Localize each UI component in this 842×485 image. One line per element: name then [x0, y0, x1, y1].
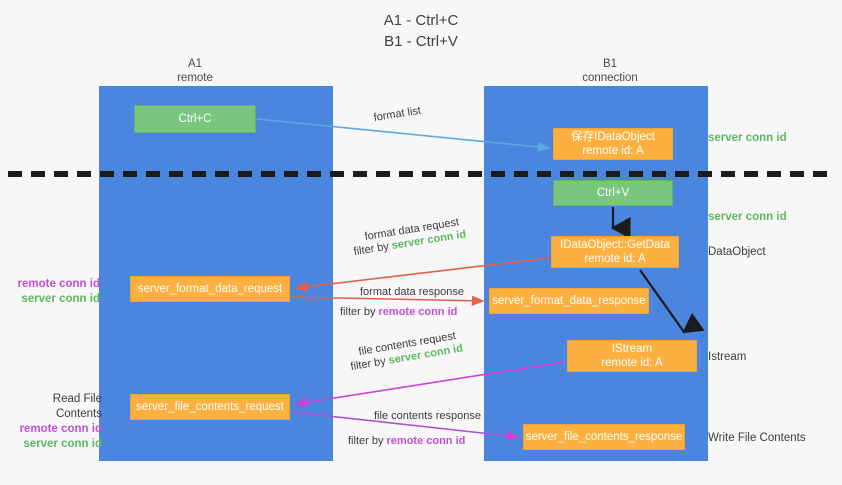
node-save-idataobject-sub: remote id: A: [582, 145, 644, 157]
filter-key-remote-conn-id: remote conn id: [386, 435, 466, 447]
edge-file-contents-response: [291, 411, 520, 441]
edge-getdata-istream: [639, 269, 705, 334]
edge-format-data-response: [291, 295, 485, 306]
node-server-format-data-request[interactable]: server_format_data_request: [130, 276, 290, 302]
column-header-a1: A1 remote: [120, 57, 270, 85]
filter-prefix: filter by: [348, 435, 387, 447]
label-group-conn-ids-mid: remote conn id server conn id: [8, 277, 100, 307]
caption-format-data-response-filter: filter by remote conn id: [340, 305, 457, 320]
column-b1-role: connection: [582, 72, 638, 84]
node-server-file-contents-response-label: server_file_contents_response: [525, 431, 683, 443]
label-group-read-file-contents: Read File Contents remote conn id server…: [8, 392, 102, 452]
column-b1-name: B1: [602, 58, 618, 70]
node-server-file-contents-request-label: server_file_contents_request: [136, 401, 284, 413]
node-ctrl-c[interactable]: Ctrl+C: [134, 105, 256, 133]
label-istream: Istream: [708, 351, 747, 363]
node-idataobject-getdata[interactable]: IDataObject::GetData remote id: A: [551, 236, 679, 268]
column-a1-role: remote: [177, 72, 213, 84]
divider-dashed-line: [8, 171, 834, 177]
node-save-idataobject[interactable]: 保存IDataObject remote id: A: [553, 128, 673, 160]
edge-format-data-request: [294, 257, 550, 292]
title-line-1: A1 - Ctrl+C: [383, 12, 459, 29]
label-write-file-contents: Write File Contents: [708, 432, 806, 444]
edge-format-list: [256, 118, 551, 152]
filter-key-remote-conn-id: remote conn id: [378, 306, 458, 318]
label-server-conn-id-mid: server conn id: [708, 211, 787, 223]
page-title: A1 - Ctrl+C B1 - Ctrl+V: [0, 10, 842, 52]
caption-file-contents-response: file contents response: [374, 410, 482, 422]
node-istream[interactable]: IStream remote id: A: [567, 340, 697, 372]
label-read-file-contents: Read File Contents: [52, 393, 102, 420]
node-ctrl-v-label: Ctrl+V: [596, 187, 630, 199]
caption-format-data-response: format data response: [360, 286, 464, 298]
label-server-conn-id: server conn id: [21, 293, 100, 305]
title-line-2: B1 - Ctrl+V: [384, 33, 458, 50]
label-remote-conn-id: remote conn id: [19, 423, 102, 435]
label-server-conn-id: server conn id: [23, 438, 102, 450]
column-header-b1: B1 connection: [520, 57, 700, 85]
node-ctrl-c-label: Ctrl+C: [178, 113, 212, 125]
node-server-file-contents-request[interactable]: server_file_contents_request: [130, 394, 290, 420]
node-server-file-contents-response[interactable]: server_file_contents_response: [523, 424, 685, 450]
node-server-format-data-response[interactable]: server_format_data_response: [489, 288, 649, 314]
edge-file-contents-request: [294, 361, 565, 408]
label-dataobject: DataObject: [708, 246, 766, 258]
node-istream-label: IStream: [611, 343, 653, 355]
node-getdata-label: IDataObject::GetData: [560, 239, 670, 251]
node-ctrl-v[interactable]: Ctrl+V: [553, 180, 673, 206]
node-istream-sub: remote id: A: [601, 357, 663, 369]
node-getdata-sub: remote id: A: [584, 253, 646, 265]
column-a1-name: A1: [187, 58, 203, 70]
label-server-conn-id-top: server conn id: [708, 132, 787, 144]
label-remote-conn-id: remote conn id: [17, 278, 100, 290]
node-server-format-data-request-label: server_format_data_request: [137, 283, 283, 295]
node-server-format-data-response-label: server_format_data_response: [492, 295, 646, 307]
node-save-idataobject-label: 保存IDataObject: [571, 131, 655, 143]
caption-file-contents-response-filter: filter by remote conn id: [348, 434, 465, 449]
filter-prefix: filter by: [340, 306, 379, 318]
